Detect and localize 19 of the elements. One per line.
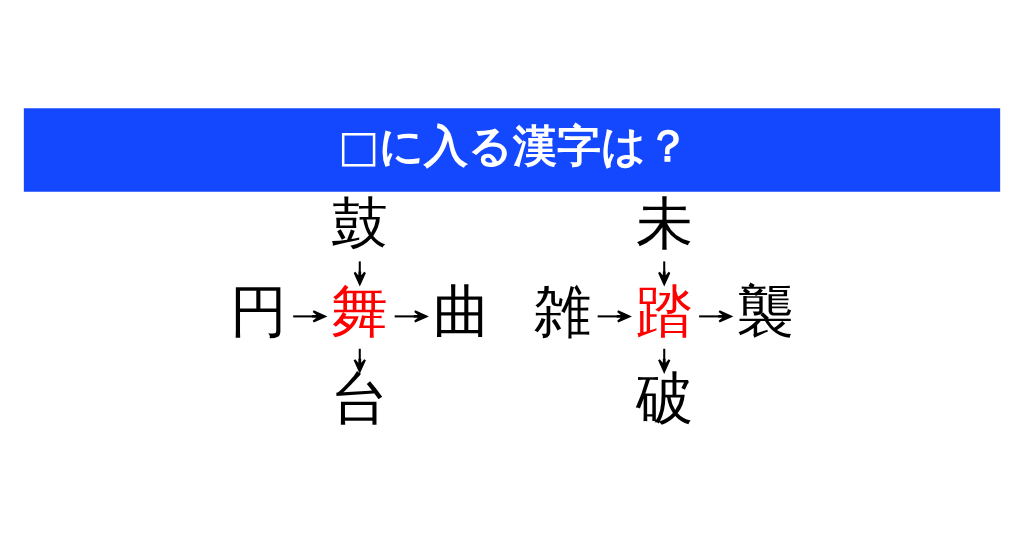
node-text: 舞 [331,278,389,344]
arrow [353,260,366,285]
node-text: 雑 [534,278,592,344]
arrow [658,348,671,372]
node-text: 円 [229,278,287,344]
node-text: 曲 [432,278,490,344]
node-text: 破 [635,365,693,431]
node-text: 未 [635,190,693,256]
node-text: 襲 [737,278,795,344]
arrow [293,309,326,323]
arrow [699,309,732,323]
arrow [658,260,671,285]
arrow [353,348,366,372]
node-text: 鼓 [331,190,389,256]
node-text: 台 [331,365,389,431]
arrow [597,309,631,323]
diagram-title: □に入る漢字は？ [337,119,691,171]
node-text: 踏 [635,278,693,344]
arrow [394,309,428,323]
